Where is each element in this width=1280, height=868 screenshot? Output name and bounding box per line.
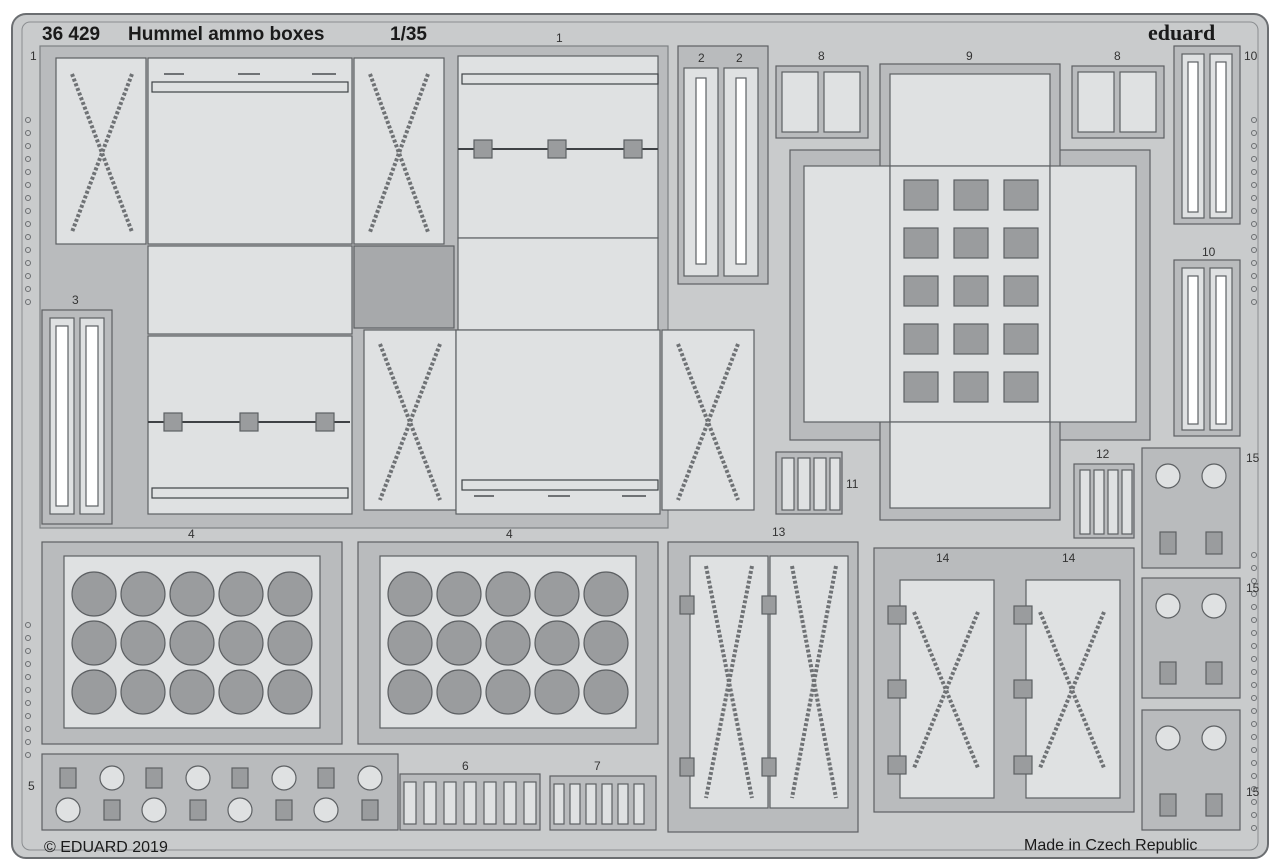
origin-text: Made in Czech Republic	[1024, 837, 1197, 854]
part-number-2a: 2	[698, 51, 705, 65]
part-number-1-side: 1	[30, 49, 37, 63]
fret-scale: 1/35	[390, 24, 427, 45]
part-number-10a: 10	[1244, 49, 1258, 63]
part-number-12: 12	[1096, 447, 1110, 461]
part-number-7: 7	[594, 759, 601, 773]
part-number-8b: 8	[1114, 49, 1121, 63]
fret-title: Hummel ammo boxes	[128, 24, 324, 45]
part-15-handles-2	[1141, 577, 1241, 699]
part-15-handles-1	[1141, 447, 1241, 569]
part-number-9: 9	[966, 49, 973, 63]
part-number-14a: 14	[936, 551, 950, 565]
right-perforations	[1251, 117, 1257, 831]
part-number-10b: 10	[1202, 245, 1216, 259]
part-2-straps	[677, 45, 769, 285]
part-4-shell-tray-right	[357, 541, 659, 745]
fret-code: 36 429	[42, 24, 100, 45]
part-10-straps-bottom	[1173, 259, 1241, 437]
part-number-3: 3	[72, 293, 79, 307]
part-number-15a: 15	[1246, 451, 1260, 465]
part-12-clips	[1073, 463, 1135, 539]
part-number-15b: 15	[1246, 581, 1260, 595]
part-5-handles	[41, 753, 399, 831]
part-9-box-net	[789, 63, 1151, 521]
part-8-hinges-left	[775, 65, 869, 139]
copyright-text: © EDUARD 2019	[44, 839, 168, 856]
part-11-clips	[775, 451, 843, 515]
brand-logo: eduard	[1148, 20, 1215, 45]
part-number-1: 1	[556, 31, 563, 45]
part-number-13: 13	[772, 525, 786, 539]
part-7-latches	[549, 775, 657, 831]
part-10-straps-top	[1173, 45, 1241, 225]
part-3-straps	[41, 309, 113, 525]
part-6-latches	[399, 773, 541, 831]
part-number-4b: 4	[506, 527, 513, 541]
part-number-5: 5	[28, 779, 35, 793]
part-number-6: 6	[462, 759, 469, 773]
part-14-panels	[873, 547, 1135, 813]
part-1-box-net	[39, 45, 755, 529]
left-perforations	[25, 117, 31, 758]
part-15-handles-3	[1141, 709, 1241, 831]
part-number-14b: 14	[1062, 551, 1076, 565]
part-number-2b: 2	[736, 51, 743, 65]
part-13-lid	[667, 541, 859, 833]
part-number-8a: 8	[818, 49, 825, 63]
part-8-hinges-right	[1071, 65, 1165, 139]
part-number-4a: 4	[188, 527, 195, 541]
part-number-11: 11	[846, 477, 859, 491]
part-number-15c: 15	[1246, 785, 1260, 799]
part-4-shell-tray-left	[41, 541, 343, 745]
